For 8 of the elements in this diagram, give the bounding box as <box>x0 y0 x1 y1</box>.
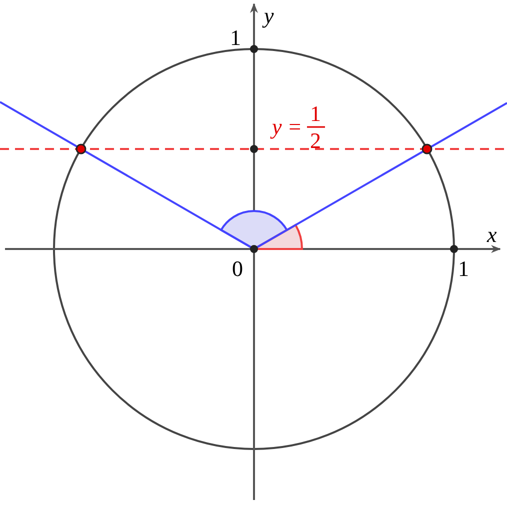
fraction-denominator: 2 <box>310 130 321 152</box>
tick-label: 1 <box>230 27 241 49</box>
axis-label: y <box>264 5 274 27</box>
fraction-numerator: 1 <box>310 103 321 125</box>
equation-label: y = <box>272 116 302 138</box>
tick-label: 1 <box>458 258 469 280</box>
axis-label: x <box>487 224 497 246</box>
origin-label: 0 <box>232 258 243 280</box>
